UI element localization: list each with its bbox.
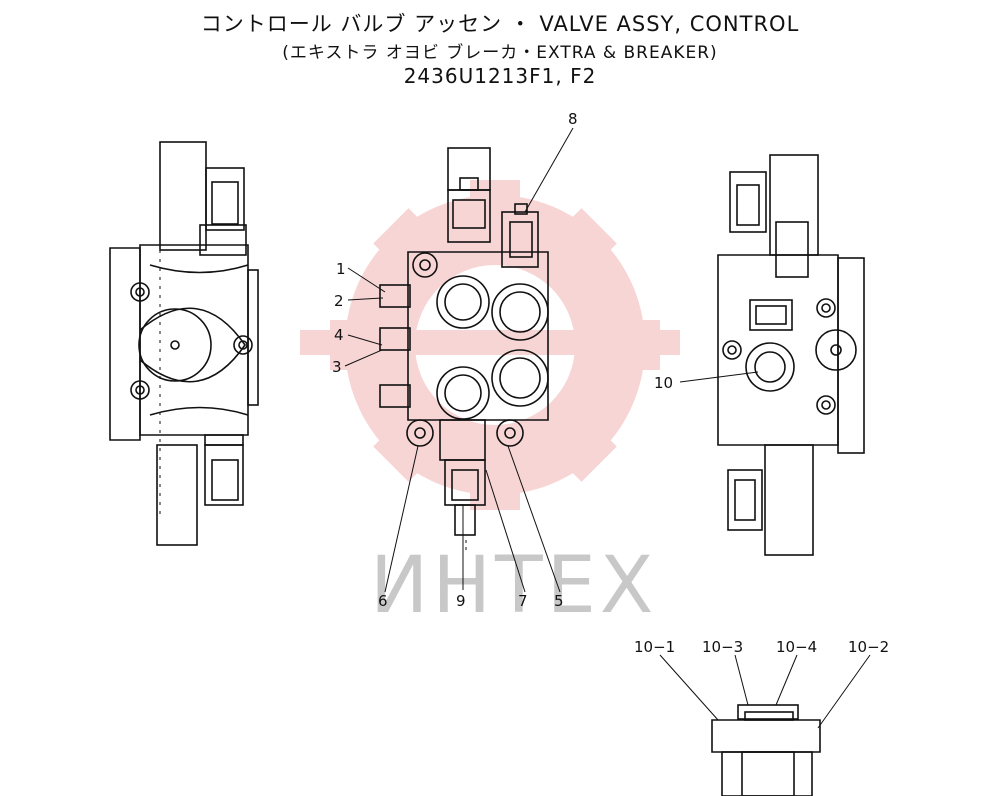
leader-lines [344, 127, 871, 729]
callout-4: 4 [334, 326, 344, 344]
detail-callout-10-4: 10−4 [776, 638, 817, 656]
valve-center-view [379, 147, 549, 552]
title-line1: コントロール バルブ アッセン ・ VALVE ASSY, CONTROL [200, 12, 800, 36]
callout-1: 1 [336, 260, 346, 278]
detail-callout-10-1: 10−1 [634, 638, 675, 656]
callout-7: 7 [518, 592, 528, 610]
callout-9: 9 [456, 592, 466, 610]
callout-8: 8 [568, 110, 578, 128]
valve-right-view [717, 154, 865, 556]
part-number: 2436U1213F1, F2 [403, 64, 597, 88]
callout-6: 6 [378, 592, 388, 610]
detail-callout-10-3: 10−3 [702, 638, 743, 656]
watermark-text: ИНТЕХ [370, 541, 657, 631]
detail-callout-10-2: 10−2 [848, 638, 889, 656]
callout-5: 5 [554, 592, 564, 610]
title-line2: (エキストラ オヨビ ブレーカ・EXTRA & BREAKER) [282, 43, 718, 63]
plug-detail [711, 704, 821, 796]
callout-10: 10 [654, 374, 673, 392]
valve-left-view [109, 141, 259, 546]
callout-2: 2 [334, 292, 344, 310]
callout-3: 3 [332, 358, 342, 376]
